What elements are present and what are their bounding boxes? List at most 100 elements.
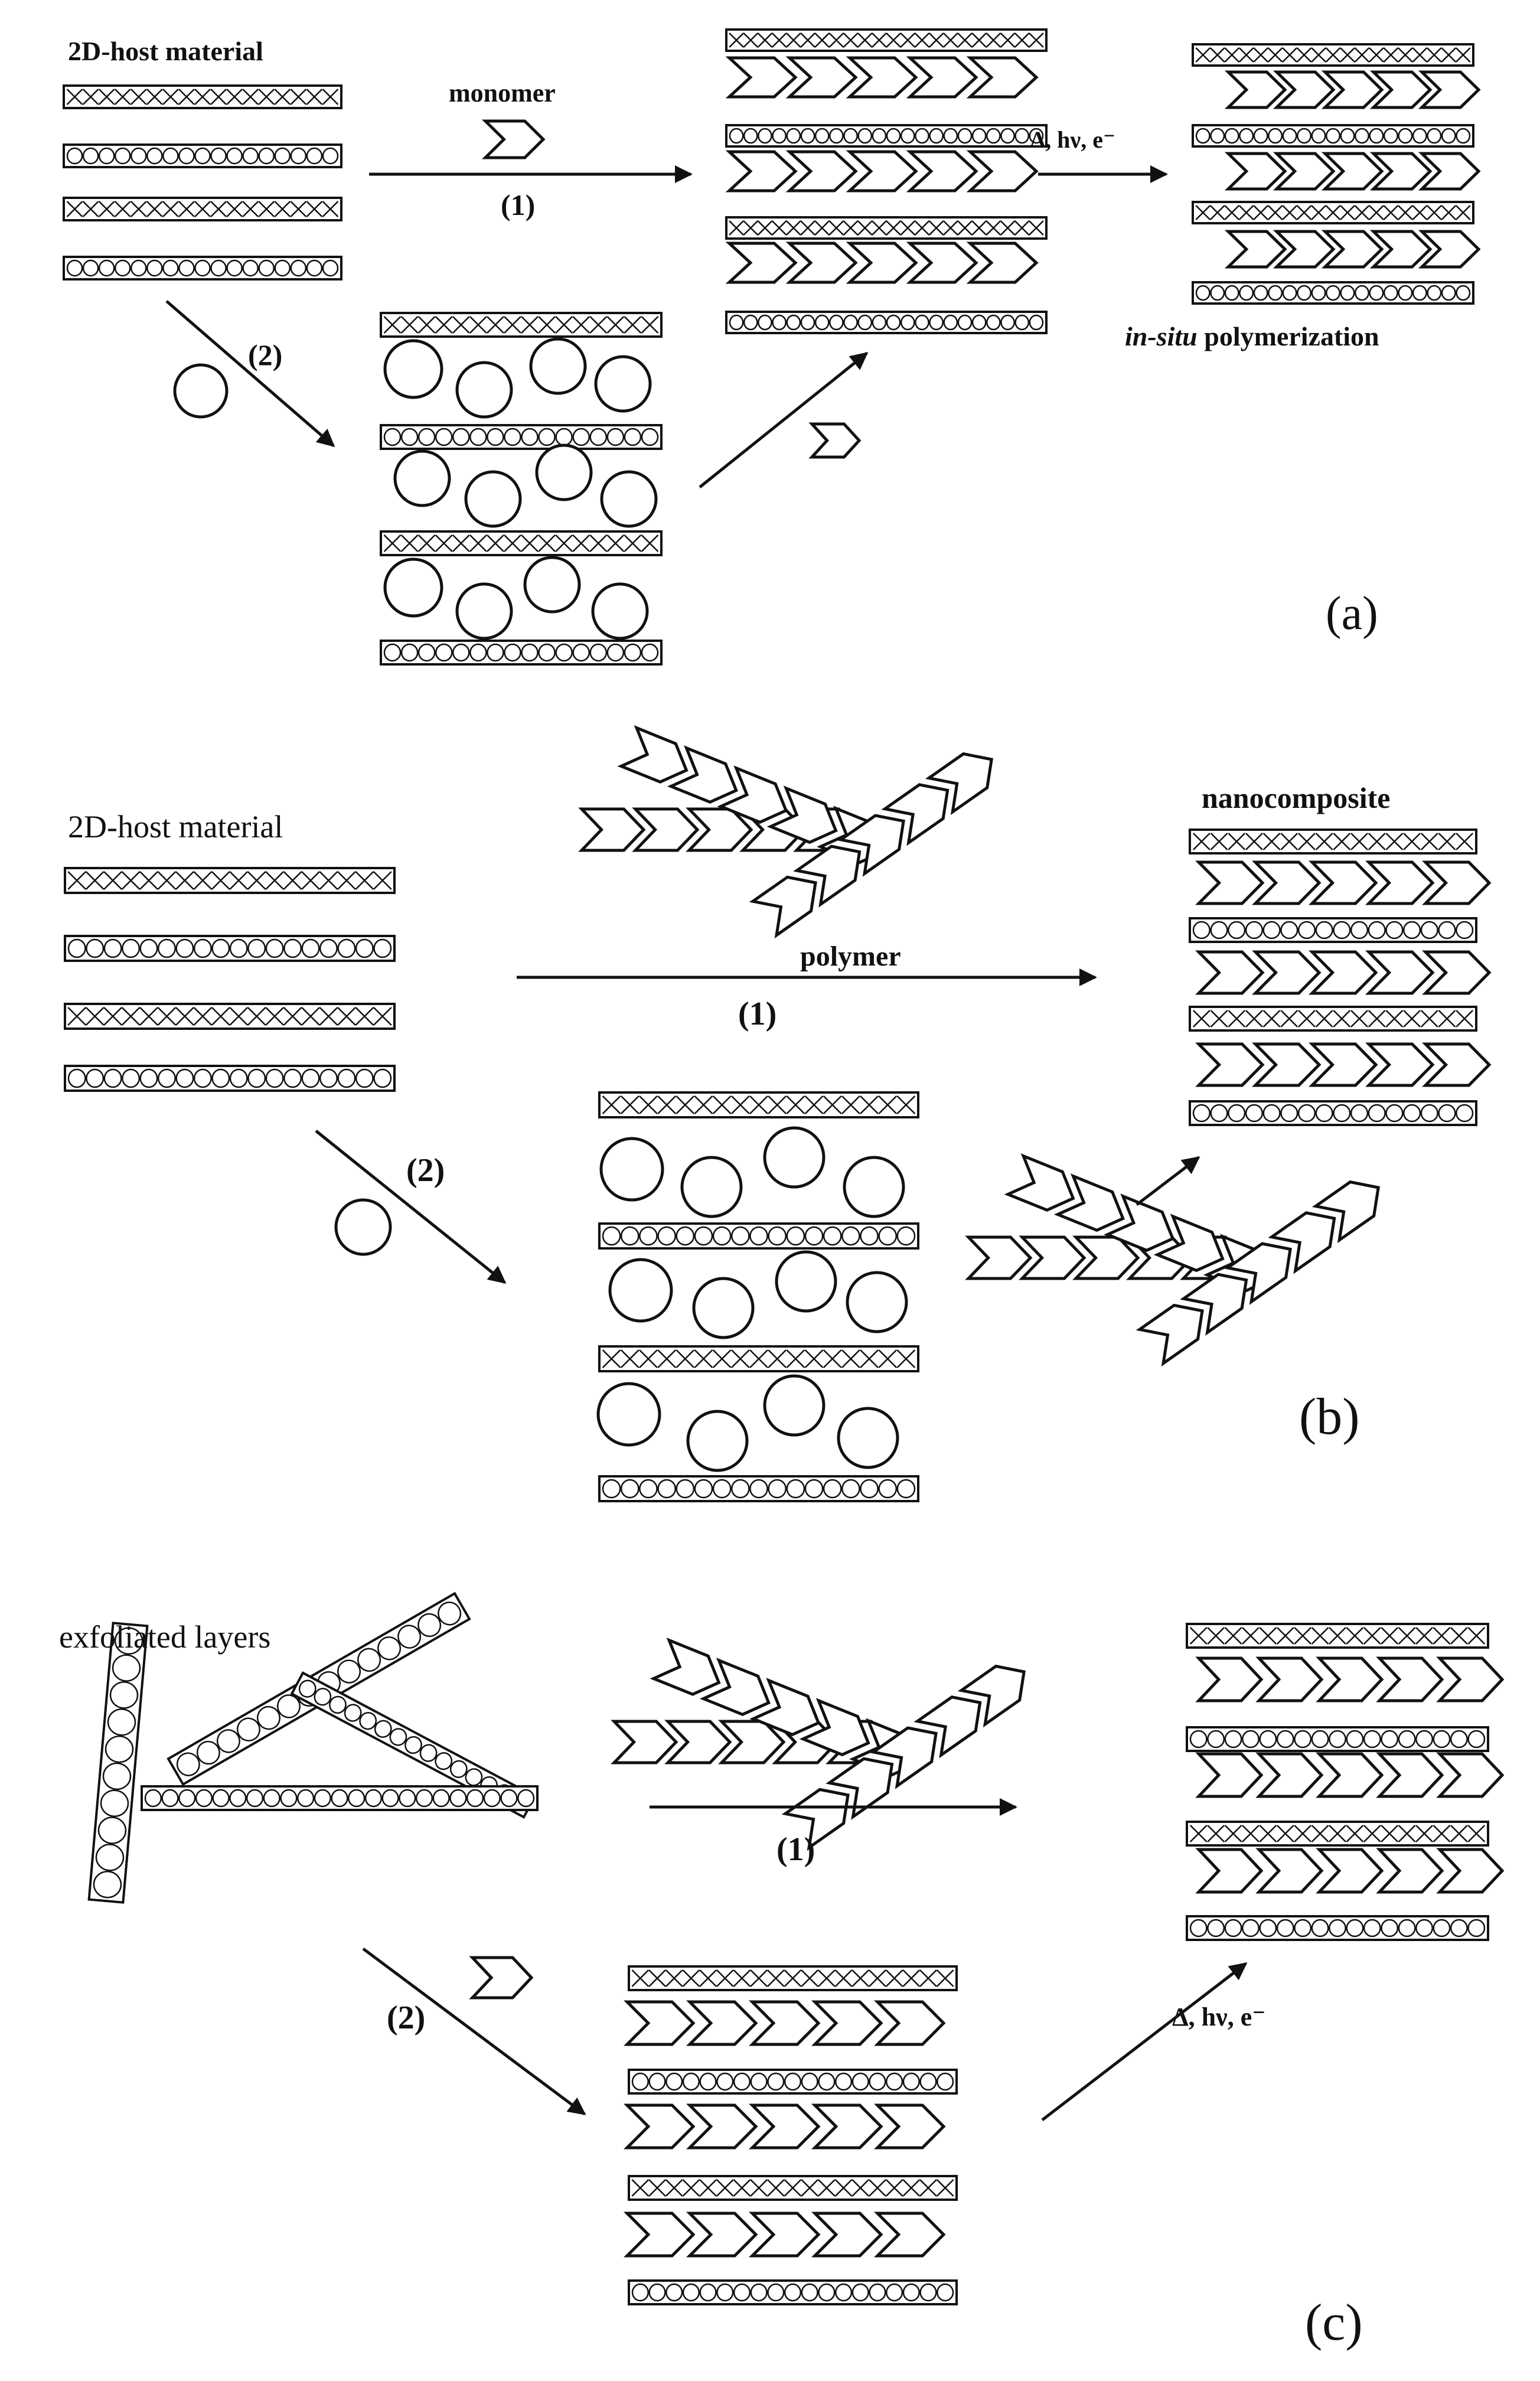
- monomer-chevron-icon: [632, 807, 700, 852]
- monomer-chevron-icon: [1321, 230, 1384, 269]
- solvent-molecule-icon: [535, 443, 593, 501]
- monomer-chevron-icon: [1255, 1848, 1324, 1894]
- monomer-chevron-icon: [611, 1720, 678, 1764]
- monomer-chevron-icon: [808, 422, 862, 459]
- monomer-chevron-icon: [617, 725, 689, 784]
- host-layer-icon: [290, 1671, 537, 1819]
- host-layer-icon: [1192, 281, 1474, 305]
- monomer-chevron-icon: [1321, 70, 1384, 109]
- arrow-icon: [1041, 1962, 1248, 2121]
- monomer-chevron-icon: [826, 1757, 894, 1820]
- panel-a-path2-label: (2): [248, 338, 282, 371]
- monomer-chevron-icon: [1273, 230, 1336, 269]
- solvent-molecule-icon: [843, 1156, 905, 1218]
- host-layer-icon: [64, 935, 396, 962]
- host-layer-icon: [628, 1965, 958, 1991]
- monomer-chevron-icon: [1153, 1214, 1225, 1273]
- monomer-chevron-icon: [766, 785, 838, 844]
- monomer-chevron-icon: [469, 1956, 534, 2000]
- monomer-chevron-icon: [1053, 1173, 1125, 1232]
- monomer-chevron-icon: [1422, 860, 1492, 905]
- monomer-chevron-icon: [1252, 950, 1322, 995]
- host-layer-icon: [1189, 829, 1477, 854]
- solvent-molecule-icon: [173, 363, 229, 419]
- monomer-chevron-icon: [793, 844, 862, 908]
- host-layer-icon: [725, 311, 1048, 334]
- monomer-legend-icon: [481, 119, 546, 159]
- monomer-chevron-icon: [650, 1638, 721, 1696]
- monomer-chevron-icon: [799, 1698, 870, 1757]
- monomer-chevron-icon: [1418, 70, 1481, 109]
- monomer-chevron-icon: [1309, 860, 1378, 905]
- solvent-molecule-icon: [763, 1374, 826, 1437]
- monomer-chevron-icon: [873, 2000, 946, 2046]
- solvent-molecule-icon: [591, 582, 649, 640]
- monomer-chevron-icon: [1273, 70, 1336, 109]
- monomer-chevron-icon: [873, 2103, 946, 2150]
- solvent-molecule-icon: [599, 1137, 664, 1202]
- host-layer-icon: [598, 1475, 919, 1502]
- host-layer-icon: [380, 640, 663, 666]
- polymer-chain-icon: [781, 1664, 1026, 1851]
- monomer-chevron-icon: [1255, 1656, 1324, 1702]
- monomer-chevron-icon: [906, 150, 978, 193]
- host-layer-icon: [380, 312, 663, 338]
- panel-c-conditions-label: Δ, hν, e⁻: [1172, 2002, 1265, 2031]
- monomer-chevron-icon: [1369, 152, 1433, 191]
- polymer-chain-icon: [749, 752, 994, 939]
- monomer-chevron-icon: [846, 242, 918, 284]
- host-layer-icon: [1186, 1821, 1489, 1847]
- solvent-molecule-icon: [523, 556, 581, 614]
- solvent-molecule-icon: [455, 361, 513, 419]
- monomer-chevron-icon: [906, 56, 978, 99]
- monomer-chevron-icon: [748, 2212, 821, 2258]
- host-layer-icon: [1192, 124, 1474, 148]
- monomer-chevron-icon: [699, 1658, 771, 1717]
- monomer-chevron-icon: [1418, 230, 1481, 269]
- monomer-chevron-icon: [811, 2000, 883, 2046]
- panel-a-tag: (a): [1326, 588, 1378, 640]
- monomer-chevron-icon: [785, 242, 858, 284]
- solvent-molecule-icon: [846, 1271, 908, 1333]
- arrow-icon: [315, 1130, 507, 1284]
- solvent-molecule-icon: [608, 1258, 673, 1323]
- monomer-chevron-icon: [1311, 1180, 1381, 1244]
- solvent-molecule-icon: [837, 1407, 899, 1469]
- host-layer-icon: [380, 424, 663, 450]
- monomer-chevron-icon: [1136, 1303, 1204, 1367]
- monomer-chevron-icon: [869, 1726, 938, 1789]
- solvent-molecule-icon: [383, 557, 443, 618]
- monomer-chevron-icon: [748, 2103, 821, 2150]
- monomer-chevron-icon: [664, 1720, 732, 1764]
- solvent-molecule-icon: [464, 470, 522, 528]
- monomer-chevron-icon: [1268, 1211, 1336, 1274]
- host-layer-icon: [725, 216, 1048, 240]
- host-layer-icon: [141, 1785, 539, 1811]
- monomer-chevron-icon: [748, 2000, 821, 2046]
- monomer-chevron-icon: [1316, 1656, 1384, 1702]
- monomer-chevron-icon: [966, 150, 1039, 193]
- monomer-chevron-icon: [1376, 1848, 1444, 1894]
- monomer-chevron-icon: [1369, 70, 1433, 109]
- host-layer-icon: [63, 256, 342, 280]
- panel-a-result-label: in-situ polymerization: [1125, 321, 1379, 351]
- monomer-chevron-icon: [717, 765, 788, 824]
- monomer-chevron-icon: [725, 150, 798, 193]
- monomer-chevron-icon: [837, 814, 905, 877]
- panel-b-host-label: 2D-host material: [68, 809, 283, 844]
- polymer-chain-icon: [1136, 1180, 1381, 1367]
- panel-b-path1-label: (1): [738, 996, 776, 1032]
- monomer-chevron-icon: [846, 56, 918, 99]
- panel-a-conditions-label: Δ, hν, e⁻: [1030, 126, 1115, 153]
- host-layer-icon: [63, 197, 342, 221]
- monomer-chevron-icon: [686, 2103, 758, 2150]
- monomer-chevron-icon: [623, 2212, 696, 2258]
- monomer-chevron-icon: [686, 2000, 758, 2046]
- monomer-chevron-icon: [1224, 152, 1287, 191]
- panel-b-polymer-label: polymer: [800, 941, 901, 972]
- host-layer-icon: [64, 1065, 396, 1092]
- monomer-chevron-icon: [1195, 950, 1265, 995]
- panel-c-tag: (c): [1305, 2294, 1363, 2351]
- host-layer-icon: [1189, 1100, 1477, 1126]
